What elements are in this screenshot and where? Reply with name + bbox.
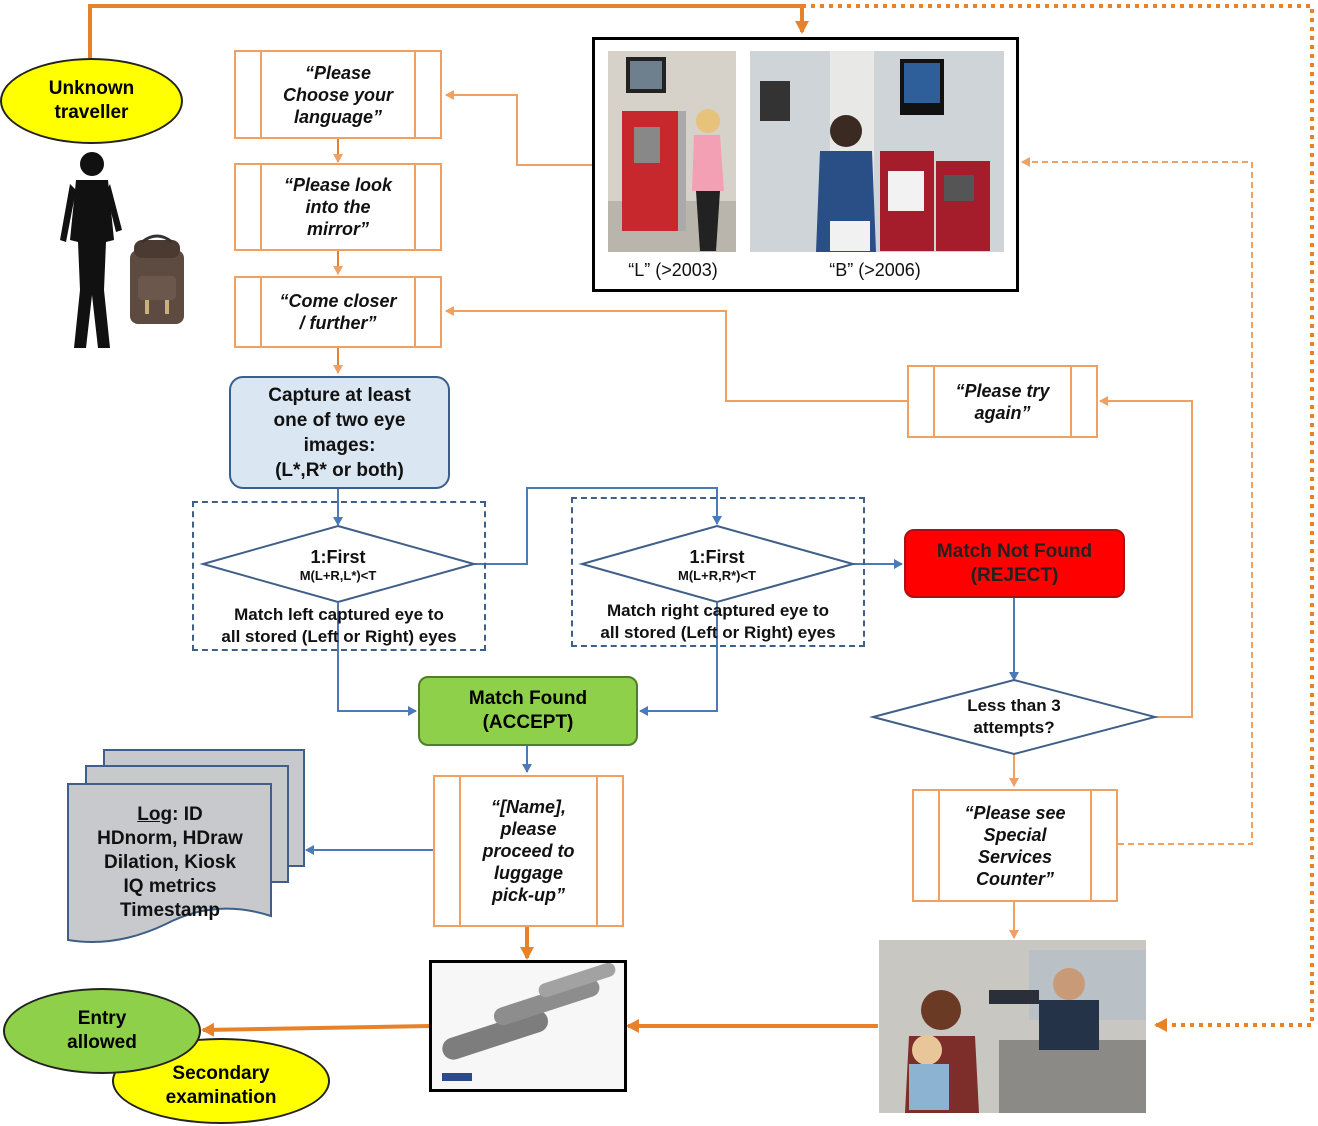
- match-left-desc1: Match left captured eye to: [234, 605, 444, 624]
- choose-language-step: “Please Choose your language”: [234, 50, 442, 139]
- log-text: Log: ID HDnorm, HDraw Dilation, Kiosk IQ…: [70, 803, 270, 923]
- match-left-desc2: all stored (Left or Right) eyes: [221, 627, 457, 646]
- match-not-found-node: Match Not Found (REJECT): [904, 529, 1125, 598]
- kiosk-b-caption: “B” (>2006): [829, 259, 921, 280]
- match-found-line2: (ACCEPT): [482, 712, 574, 733]
- proceed-luggage-step: “[Name], please proceed to luggage pick-…: [433, 775, 624, 927]
- look-mirror-step: “Please look into the mirror”: [234, 163, 442, 251]
- secondary-line1: Secondary: [172, 1063, 270, 1084]
- look-mirror-line1: “Please look: [283, 175, 393, 195]
- unknown-traveller-node: Unknown traveller: [0, 58, 183, 144]
- arrow-right-to-found: [639, 603, 718, 716]
- entry-line2: allowed: [67, 1032, 137, 1053]
- log-line1: HDnorm, HDraw: [97, 828, 243, 849]
- choose-language-line2: Choose your: [282, 84, 393, 105]
- arrow-tryagain-to-closer: [445, 306, 907, 402]
- officer-counter-photo: [879, 940, 1146, 1113]
- log-line2: Dilation, Kiosk: [104, 852, 236, 873]
- match-left-title: 1:First: [310, 546, 366, 567]
- log-line4: Timestamp: [120, 900, 220, 921]
- arrow-dotted-loop: [802, 4, 1314, 1032]
- match-left-diamond: [199, 524, 478, 604]
- match-found-node: Match Found (ACCEPT): [418, 676, 638, 746]
- kiosk-l-photo: [608, 51, 736, 252]
- attempts-line1: Less than 3: [967, 696, 1061, 715]
- arrow-luggage-to-entry: [201, 1022, 431, 1037]
- attempts-diamond: [869, 678, 1159, 756]
- match-not-found-line2: (REJECT): [970, 564, 1059, 586]
- special-services-line1: “Please see: [964, 802, 1066, 823]
- match-right-title: 1:First: [689, 546, 745, 567]
- try-again-step: “Please try again”: [907, 365, 1098, 438]
- match-right-diamond-text: 1:First M(L+R,R*)<T: [617, 542, 817, 586]
- attempts-line2: attempts?: [973, 718, 1055, 737]
- choose-language-line1: “Please: [304, 62, 372, 83]
- try-again-line1: “Please try: [955, 380, 1050, 401]
- kiosk-l-caption: “L” (>2003): [628, 259, 718, 280]
- capture-line4: (L*,R* or both): [275, 459, 404, 481]
- special-services-step: “Please see Special Services Counter”: [912, 789, 1118, 902]
- unknown-traveller-line1: Unknown: [48, 78, 135, 99]
- capture-eye-images-step: Capture at least one of two eye images: …: [229, 376, 450, 489]
- entry-allowed-node: Entry allowed: [3, 988, 201, 1074]
- special-services-line2: Special: [983, 824, 1047, 845]
- arrow-traveller-to-kiosks: [88, 4, 809, 58]
- attempts-text: Less than 3 attempts?: [929, 694, 1099, 740]
- log-title-row: Log: ID: [70, 803, 270, 827]
- match-right-group: [571, 497, 865, 647]
- match-right-desc2: all stored (Left or Right) eyes: [600, 623, 836, 642]
- arrow-left-to-right-match: [474, 487, 722, 565]
- secondary-line2: examination: [165, 1087, 277, 1108]
- luggage-carousel-photo: [429, 960, 627, 1092]
- proceed-line4: luggage: [493, 863, 563, 883]
- match-left-formula: M(L+R,L*)<T: [299, 567, 377, 583]
- capture-line3: images:: [303, 434, 376, 456]
- traveller-silhouette-icon: [60, 152, 184, 348]
- come-closer-line1: “Come closer: [279, 291, 397, 311]
- arrow-attempts-to-tryagain: [1099, 396, 1193, 718]
- try-again-line2: again”: [974, 402, 1031, 423]
- match-right-description: Match right captured eye to all stored (…: [575, 599, 861, 645]
- come-closer-line2: / further”: [299, 313, 377, 333]
- arrow-services-to-kiosk: [1021, 157, 1253, 845]
- kiosk-photos-frame: “L” (>2003) “B” (>2006): [592, 37, 1019, 292]
- capture-line2: one of two eye: [273, 409, 406, 431]
- match-found-line1: Match Found: [468, 688, 588, 709]
- log-line3: IQ metrics: [123, 876, 217, 897]
- arrow-left-to-found: [337, 603, 417, 716]
- choose-language-line3: language”: [293, 106, 382, 127]
- match-right-desc1: Match right captured eye to: [607, 601, 829, 620]
- proceed-line1: “[Name],: [490, 797, 566, 817]
- unknown-traveller-line2: traveller: [54, 102, 129, 123]
- special-services-line4: Counter”: [976, 868, 1054, 889]
- entry-line1: Entry: [77, 1008, 127, 1029]
- match-not-found-line1: Match Not Found: [936, 540, 1093, 562]
- match-left-description: Match left captured eye to all stored (L…: [196, 603, 482, 649]
- kiosk-b-photo: [750, 51, 1004, 252]
- match-right-formula: M(L+R,R*)<T: [678, 567, 756, 583]
- log-document-stack-icon: [67, 749, 305, 943]
- look-mirror-line3: mirror”: [306, 219, 369, 239]
- match-right-diamond: [578, 524, 857, 604]
- log-title: Log: [137, 804, 173, 825]
- proceed-line5: pick-up”: [491, 885, 565, 905]
- come-closer-step: “Come closer / further”: [234, 276, 442, 348]
- log-title-suffix: : ID: [172, 804, 203, 825]
- arrow-kiosk-to-language: [445, 90, 592, 166]
- proceed-line2: please: [500, 819, 557, 839]
- proceed-line3: proceed to: [482, 841, 575, 861]
- match-left-group: [192, 501, 486, 651]
- match-left-diamond-text: 1:First M(L+R,L*)<T: [238, 542, 438, 586]
- look-mirror-line2: into the: [305, 197, 371, 217]
- capture-line1: Capture at least: [268, 384, 411, 406]
- special-services-line3: Services: [977, 846, 1053, 867]
